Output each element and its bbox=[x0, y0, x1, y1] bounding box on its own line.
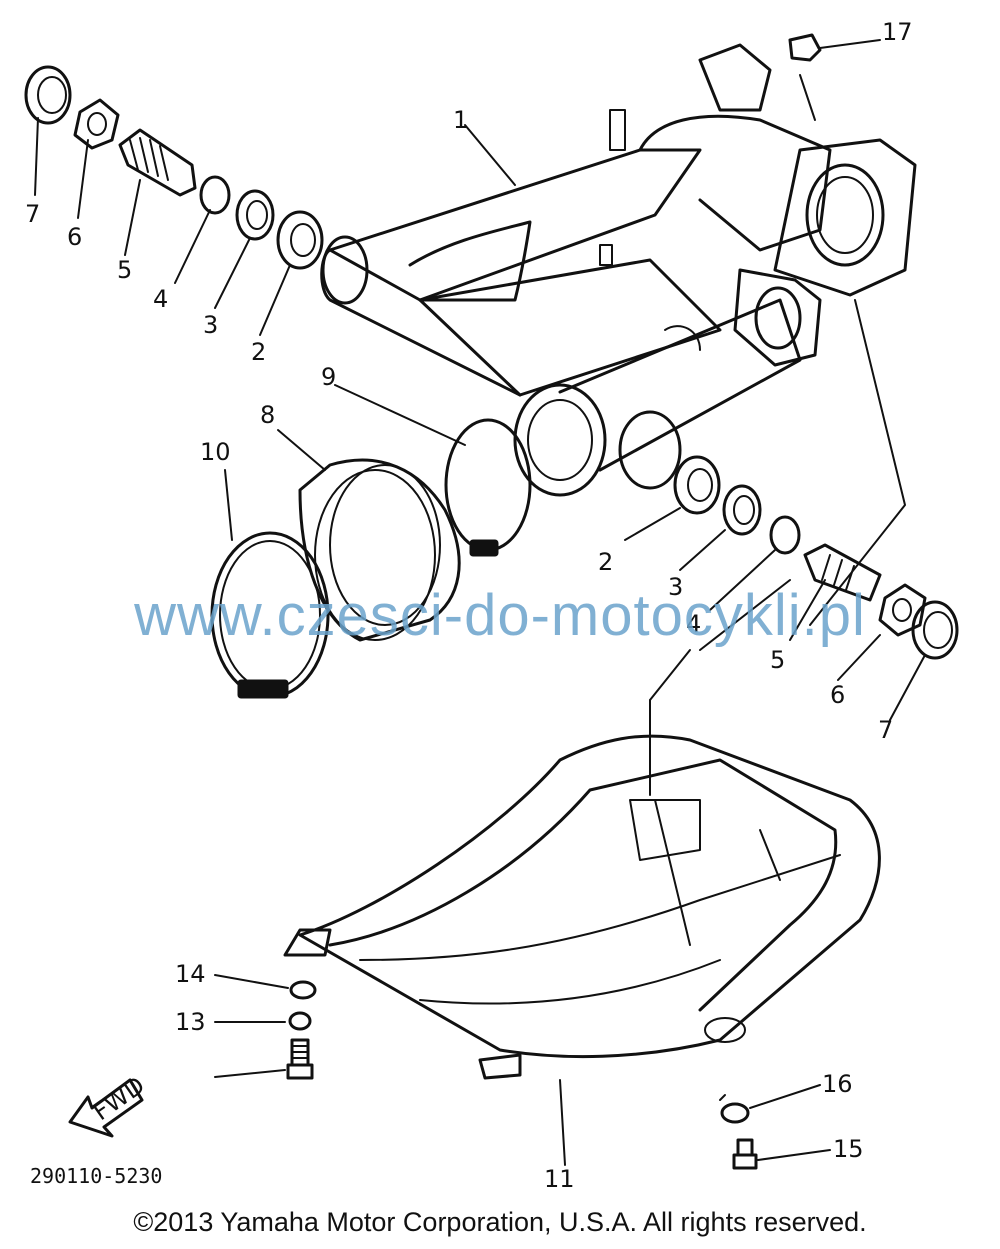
washer-16 bbox=[720, 1102, 750, 1124]
seal-3-left bbox=[235, 189, 275, 241]
label-5-right: 5 bbox=[770, 646, 785, 674]
bolt-12 bbox=[286, 1038, 314, 1080]
label-13: 13 bbox=[175, 1008, 206, 1036]
bolt-15 bbox=[732, 1138, 758, 1170]
label-1: 1 bbox=[453, 106, 468, 134]
bearing-2-right bbox=[673, 455, 721, 515]
label-3-right: 3 bbox=[668, 573, 683, 601]
label-14: 14 bbox=[175, 960, 206, 988]
nut-6-right bbox=[878, 583, 927, 637]
fasteners bbox=[286, 33, 822, 1170]
diagram-code: 290110-5230 bbox=[30, 1164, 163, 1188]
swingarm bbox=[320, 43, 917, 497]
fwd-arrow: FWD bbox=[68, 1071, 150, 1138]
seal-3-right bbox=[722, 484, 762, 536]
shaft-5-right bbox=[803, 543, 882, 602]
shaft-5-left bbox=[118, 128, 197, 197]
right-pivot-stack bbox=[673, 455, 959, 660]
label-7-left: 7 bbox=[25, 200, 40, 228]
label-10: 10 bbox=[200, 438, 231, 466]
nut-17 bbox=[788, 33, 822, 62]
clamp-10 bbox=[210, 531, 330, 699]
copyright-notice: ©2013 Yamaha Motor Corporation, U.S.A. A… bbox=[133, 1207, 867, 1237]
label-6-left: 6 bbox=[67, 223, 82, 251]
label-11: 11 bbox=[544, 1165, 575, 1193]
collar-4-right bbox=[769, 515, 801, 555]
washer-13 bbox=[288, 1011, 312, 1031]
nut-6-left bbox=[73, 98, 120, 150]
bearing-2-left bbox=[276, 210, 324, 270]
guard-11 bbox=[283, 734, 881, 1080]
part-labels: 1 2 2 3 3 4 4 5 5 6 6 7 7 8 9 10 11 13 1… bbox=[25, 18, 913, 1193]
label-5-left: 5 bbox=[117, 256, 132, 284]
label-4-left: 4 bbox=[153, 285, 168, 313]
boot-and-clamps bbox=[210, 418, 532, 699]
label-17: 17 bbox=[882, 18, 913, 46]
label-7-right: 7 bbox=[878, 716, 893, 744]
collar-4-left bbox=[199, 175, 231, 215]
cap-7-left bbox=[24, 65, 72, 125]
washer-14 bbox=[289, 980, 317, 1000]
left-pivot-stack bbox=[24, 65, 324, 270]
label-2-right: 2 bbox=[598, 548, 613, 576]
label-3-left: 3 bbox=[203, 311, 218, 339]
label-6-right: 6 bbox=[830, 681, 845, 709]
label-2-left: 2 bbox=[251, 338, 266, 366]
leader-lines bbox=[34, 39, 926, 1166]
clamp-9 bbox=[444, 418, 532, 552]
label-15: 15 bbox=[833, 1135, 864, 1163]
cap-7-right bbox=[911, 600, 959, 660]
label-8: 8 bbox=[260, 401, 275, 429]
label-4-right: 4 bbox=[686, 610, 701, 638]
label-9: 9 bbox=[321, 363, 336, 391]
label-16: 16 bbox=[822, 1070, 853, 1098]
